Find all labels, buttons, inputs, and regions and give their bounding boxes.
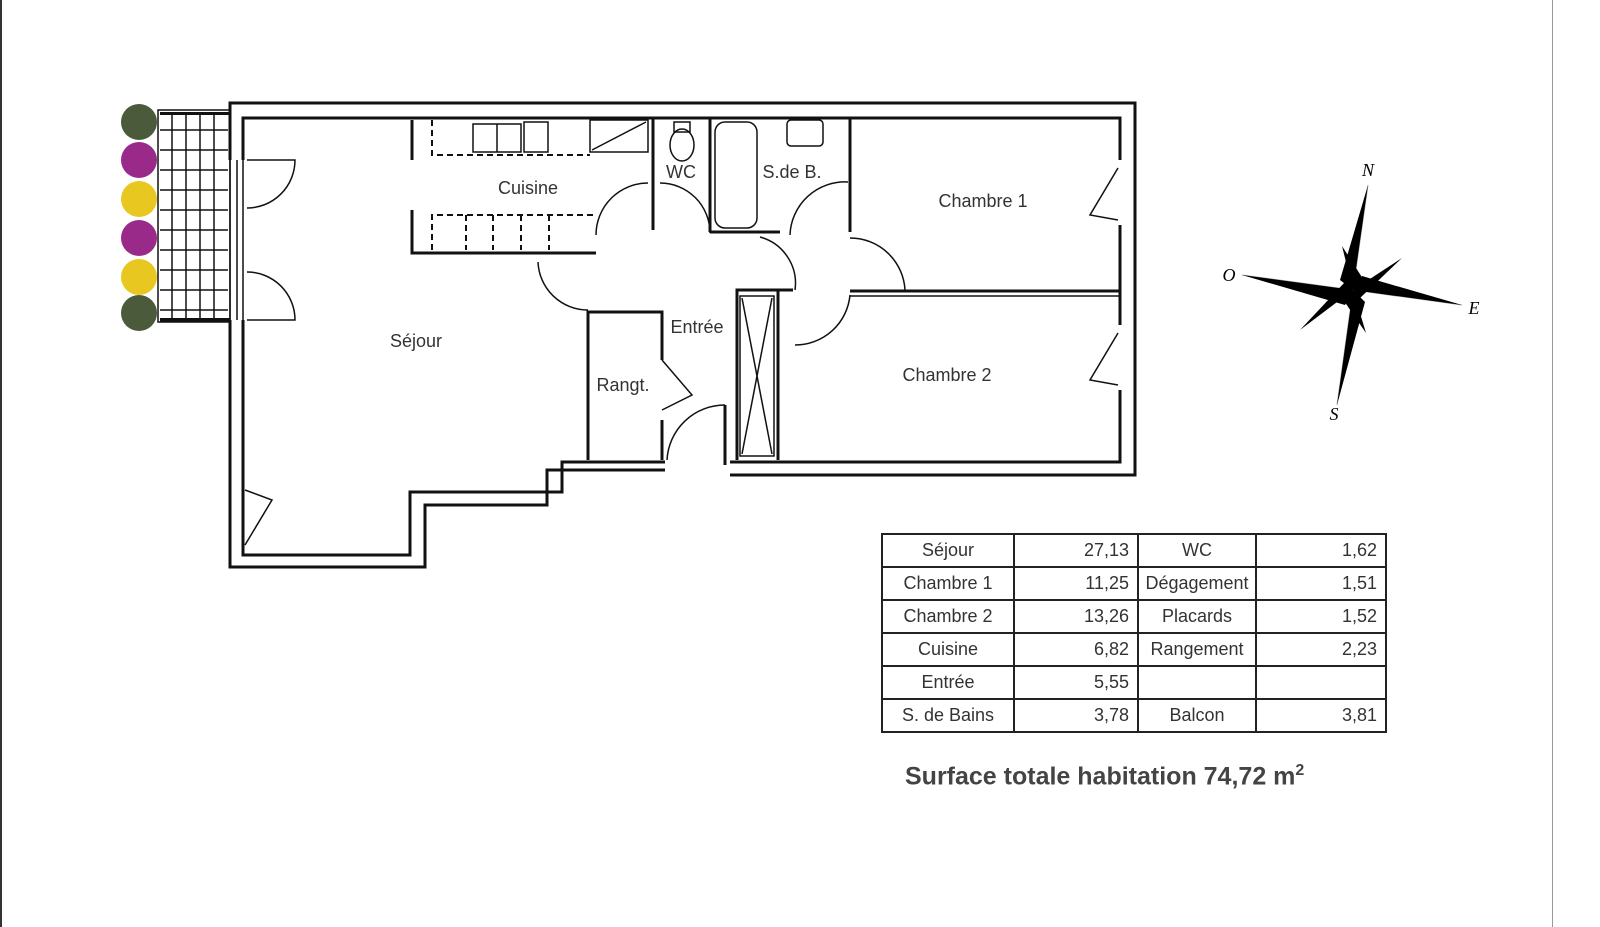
room-area: 11,25 bbox=[1013, 566, 1139, 601]
compass-n: N bbox=[1361, 160, 1375, 180]
room-area: 6,82 bbox=[1013, 632, 1139, 667]
room-name: Cuisine bbox=[881, 632, 1015, 667]
interior-walls bbox=[410, 118, 1120, 465]
room-name: Rangement bbox=[1137, 632, 1257, 667]
room-label-wc: WC bbox=[666, 162, 696, 182]
room-name: Balcon bbox=[1137, 698, 1257, 733]
room-area: 3,81 bbox=[1255, 698, 1387, 733]
room-area: 2,23 bbox=[1255, 632, 1387, 667]
total-surface: Surface totale habitation 74,72 m2 bbox=[905, 762, 1304, 791]
room-label-sdb: S.de B. bbox=[762, 162, 821, 182]
kitchen-counters bbox=[431, 119, 649, 250]
balcony bbox=[157, 109, 231, 323]
compass-e: E bbox=[1468, 298, 1480, 318]
outer-walls bbox=[228, 101, 1137, 569]
room-name: WC bbox=[1137, 533, 1257, 568]
room-name: Chambre 1 bbox=[881, 566, 1015, 601]
room-area: 5,55 bbox=[1013, 665, 1139, 700]
bathroom-fixtures bbox=[669, 119, 824, 457]
room-name: Dégagement bbox=[1137, 566, 1257, 601]
room-area bbox=[1255, 665, 1387, 700]
room-area: 13,26 bbox=[1013, 599, 1139, 634]
room-area: 1,62 bbox=[1255, 533, 1387, 568]
room-area: 27,13 bbox=[1013, 533, 1139, 568]
plants bbox=[121, 104, 157, 331]
compass-o: O bbox=[1223, 265, 1236, 285]
doors bbox=[244, 159, 1119, 546]
compass-rose-icon: N S O E bbox=[1223, 160, 1480, 424]
compass-s: S bbox=[1330, 404, 1339, 424]
room-area: 1,51 bbox=[1255, 566, 1387, 601]
room-name: Entrée bbox=[881, 665, 1015, 700]
room-label-sejour: Séjour bbox=[390, 331, 442, 351]
room-label-entree: Entrée bbox=[670, 317, 723, 337]
room-area: 1,52 bbox=[1255, 599, 1387, 634]
total-surface-exponent: 2 bbox=[1295, 762, 1305, 779]
room-name: Placards bbox=[1137, 599, 1257, 634]
room-name: Chambre 2 bbox=[881, 599, 1015, 634]
room-label-chambre1: Chambre 1 bbox=[938, 191, 1027, 211]
room-area: 3,78 bbox=[1013, 698, 1139, 733]
room-label-chambre2: Chambre 2 bbox=[902, 365, 991, 385]
total-surface-label: Surface totale habitation 74,72 m bbox=[905, 762, 1296, 791]
room-name: Séjour bbox=[881, 533, 1015, 568]
room-label-rangt: Rangt. bbox=[596, 375, 649, 395]
room-name: S. de Bains bbox=[881, 698, 1015, 733]
room-label-cuisine: Cuisine bbox=[498, 178, 558, 198]
room-name bbox=[1137, 665, 1257, 700]
